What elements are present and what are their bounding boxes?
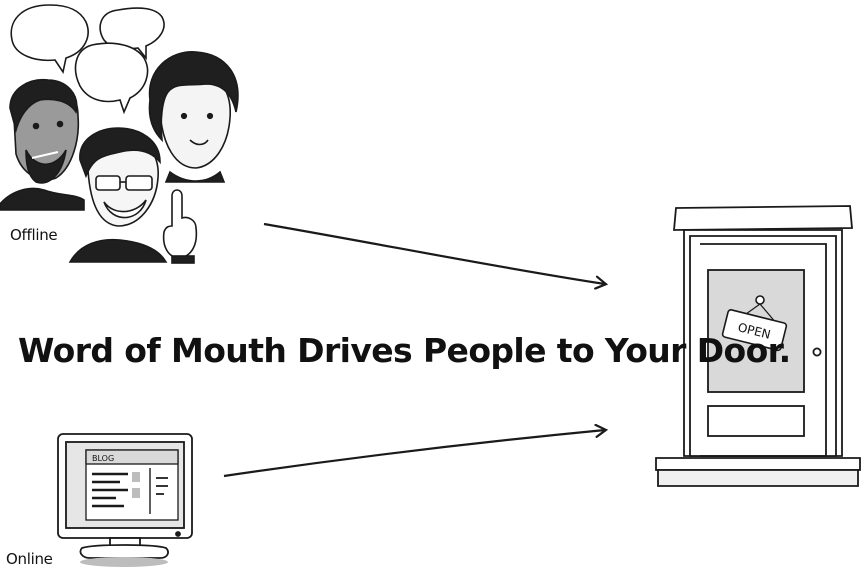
blog-text: BLOG <box>92 454 114 463</box>
headline: Word of Mouth Drives People to Your Door… <box>18 331 791 370</box>
online-label: Online <box>6 550 53 568</box>
person-icon <box>150 52 238 182</box>
arrow-icon <box>224 430 605 476</box>
person-icon <box>0 80 84 210</box>
offline-label: Offline <box>10 226 57 244</box>
speech-bubble-icon <box>76 43 148 112</box>
arrow-icon <box>264 224 605 284</box>
computer-monitor-icon: BLOG <box>58 434 192 567</box>
